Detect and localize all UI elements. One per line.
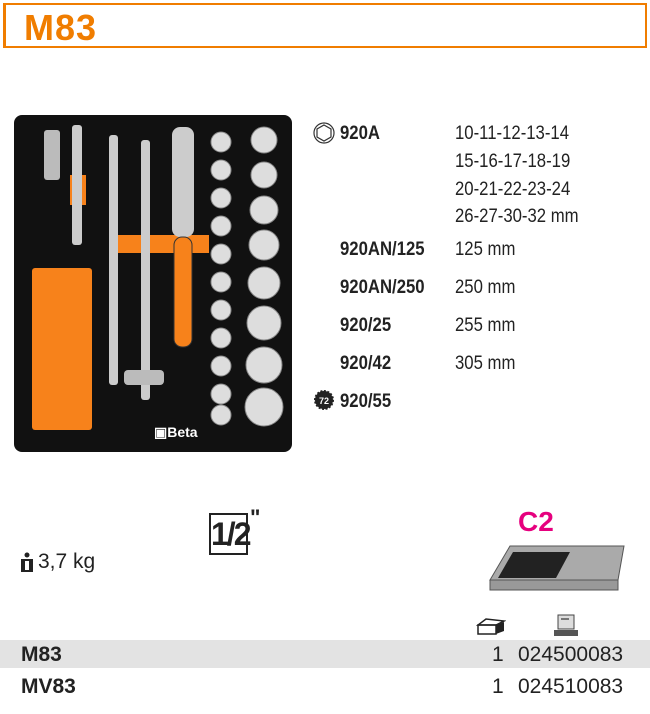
icon-text: 72 xyxy=(319,396,329,406)
computer-icon xyxy=(554,614,578,636)
spec-value: 125 mm xyxy=(455,239,516,260)
spec-value: 20-21-22-23-24 xyxy=(455,179,571,200)
spec-code: 920/55 xyxy=(340,391,392,412)
spec-value: 26-27-30-32 mm xyxy=(455,206,579,227)
spec-value: 10-11-12-13-14 xyxy=(455,123,570,144)
spec-code: 920AN/250 xyxy=(340,277,425,298)
row-qty: 1 xyxy=(492,643,504,666)
spec-code: 920A xyxy=(340,123,380,144)
module-label: C2 xyxy=(518,506,554,537)
weight: 3,7 kg xyxy=(20,550,95,574)
row-code: M83 xyxy=(21,643,62,666)
page-title: M83 xyxy=(24,7,98,48)
spec-value: 250 mm xyxy=(455,277,516,298)
row-code: MV83 xyxy=(21,675,76,698)
hexagon-icon xyxy=(313,122,335,144)
drive-size: 1/2 xyxy=(209,513,251,555)
spec-value: 255 mm xyxy=(455,315,516,336)
row-number: 024510083 xyxy=(518,675,624,698)
table-row: MV83 1 024510083 xyxy=(0,672,650,700)
ratchet-72-teeth-icon: 72 xyxy=(314,390,334,410)
tool-tray-image: ▣Beta xyxy=(14,115,292,452)
spec-value: 15-16-17-18-19 xyxy=(455,151,571,172)
weight-value: 3,7 kg xyxy=(38,550,96,573)
table-row: M83 1 024500083 xyxy=(0,640,650,668)
title-box: M83 xyxy=(3,3,647,48)
module-tray-icon xyxy=(489,545,625,591)
row-qty: 1 xyxy=(492,675,504,698)
spec-value: 305 mm xyxy=(455,353,516,374)
spec-code: 920/25 xyxy=(340,315,392,336)
spec-code: 920AN/125 xyxy=(340,239,425,260)
weight-icon xyxy=(21,552,33,572)
spec-code: 920/42 xyxy=(340,353,392,374)
row-number: 024500083 xyxy=(518,643,624,666)
tray-logo: ▣Beta xyxy=(154,424,198,440)
box-icon xyxy=(476,618,506,635)
drive-unit: " xyxy=(250,505,261,530)
